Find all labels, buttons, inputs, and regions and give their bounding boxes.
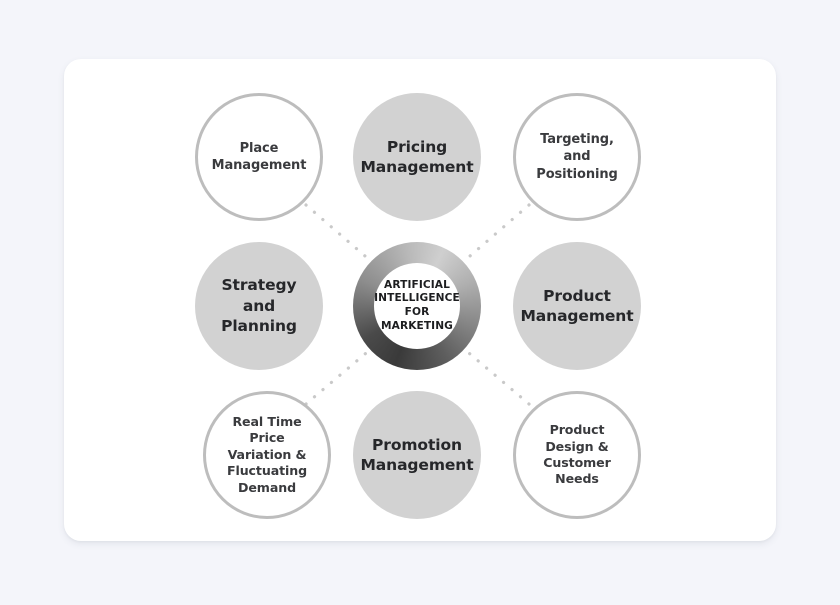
node-real-time-price-variation[interactable]: Real Time Price Variation & Fluctuating …: [203, 391, 331, 519]
node-product-design-customer-needs[interactable]: Product Design & Customer Needs: [513, 391, 641, 519]
node-label: Place Management: [211, 140, 307, 173]
node-label: Pricing Management: [360, 137, 474, 176]
node-center-ai-for-marketing[interactable]: ARTIFICIAL INTELLIGENCE FOR MARKETING: [353, 242, 481, 370]
center-label: ARTIFICIAL INTELLIGENCE FOR MARKETING: [374, 278, 460, 332]
node-place-management[interactable]: Place Management: [195, 93, 323, 221]
node-product-management[interactable]: Product Management: [513, 242, 641, 370]
node-label: Strategy and Planning: [221, 276, 297, 336]
node-strategy-and-planning[interactable]: Strategy and Planning: [195, 242, 323, 370]
node-promotion-management[interactable]: Promotion Management: [353, 391, 481, 519]
center-inner-disc: ARTIFICIAL INTELLIGENCE FOR MARKETING: [374, 263, 460, 349]
node-label: Product Design & Customer Needs: [543, 422, 611, 487]
node-pricing-management[interactable]: Pricing Management: [353, 93, 481, 221]
node-label: Product Management: [520, 286, 634, 325]
node-label: Targeting, and Positioning: [536, 132, 618, 182]
node-targeting-and-positioning[interactable]: Targeting, and Positioning: [513, 93, 641, 221]
node-label: Promotion Management: [360, 435, 474, 474]
node-label: Real Time Price Variation & Fluctuating …: [226, 414, 308, 495]
